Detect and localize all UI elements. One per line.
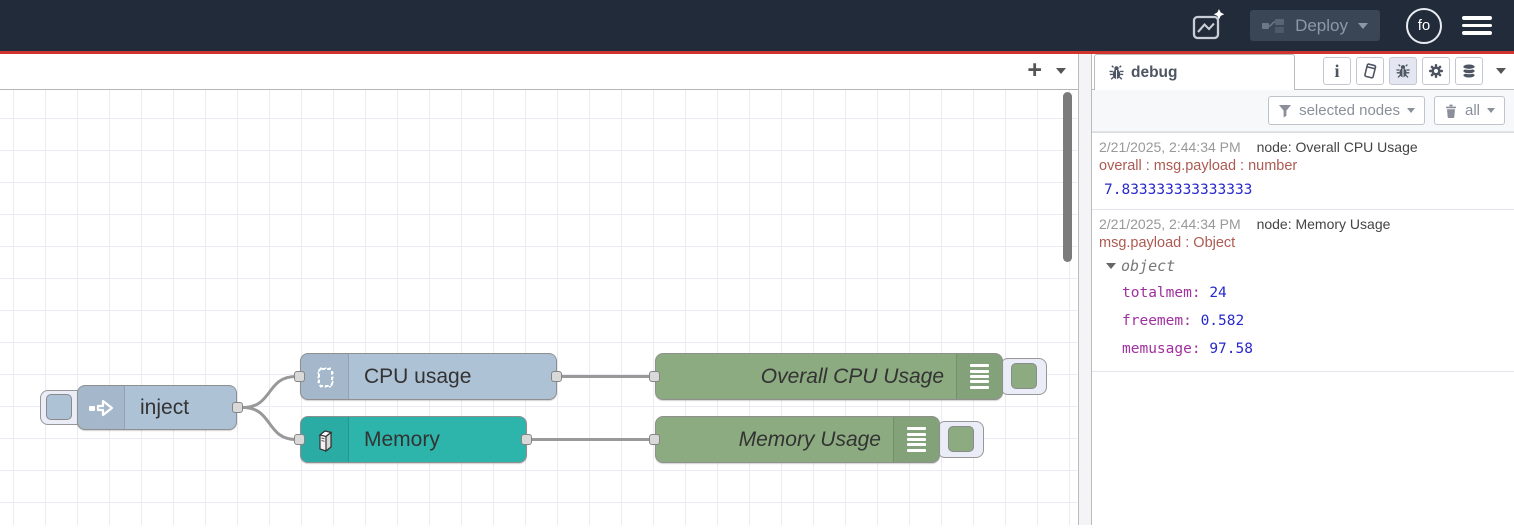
expand-caret-icon bbox=[1106, 263, 1116, 269]
node-label: Overall CPU Usage bbox=[760, 364, 944, 388]
wire-inject-cpu[interactable] bbox=[242, 375, 297, 409]
clear-label: all bbox=[1464, 102, 1480, 119]
filter-icon bbox=[1279, 104, 1292, 117]
node-debug-cpu[interactable]: Overall CPU Usage bbox=[655, 353, 1003, 400]
add-flow-button[interactable]: + bbox=[1027, 56, 1042, 84]
object-entry[interactable]: memusage97.58 bbox=[1099, 335, 1507, 363]
object-entry[interactable]: totalmem24 bbox=[1099, 279, 1507, 307]
filter-label: selected nodes bbox=[1299, 102, 1400, 119]
object-entry[interactable]: freemem0.582 bbox=[1099, 307, 1507, 335]
main-menu-icon[interactable] bbox=[1462, 16, 1492, 35]
debug-message-list: 2/21/2025, 2:44:34 PM node: Overall CPU … bbox=[1092, 132, 1514, 372]
port-inject-out[interactable] bbox=[232, 402, 243, 413]
wire-inject-memory[interactable] bbox=[242, 406, 297, 441]
tab-config-button[interactable] bbox=[1422, 57, 1450, 85]
debug-message[interactable]: 2/21/2025, 2:44:34 PM node: Overall CPU … bbox=[1092, 133, 1514, 210]
sidebar-menu-caret-icon[interactable] bbox=[1496, 68, 1506, 74]
deploy-label: Deploy bbox=[1295, 15, 1348, 35]
message-property: msg.payload : Object bbox=[1099, 235, 1236, 251]
flow-canvas[interactable]: inject CPU usage bbox=[0, 90, 1078, 525]
entry-value: 24 bbox=[1209, 285, 1227, 301]
sidebar-tab-icons: i bbox=[1323, 53, 1514, 89]
avatar-initials: fo bbox=[1417, 17, 1431, 34]
port-debug-cpu-in[interactable] bbox=[649, 371, 660, 382]
sidebar-resize-handle[interactable] bbox=[1078, 54, 1092, 525]
message-source-node: node: Overall CPU Usage bbox=[1256, 139, 1418, 155]
node-label: CPU usage bbox=[364, 364, 472, 388]
inject-trigger-button-inner[interactable] bbox=[46, 394, 72, 420]
port-memory-out[interactable] bbox=[521, 434, 532, 445]
tab-context-button[interactable] bbox=[1455, 57, 1483, 85]
entry-key: memusage bbox=[1122, 341, 1209, 357]
node-memory[interactable]: Memory bbox=[300, 416, 527, 463]
node-inject[interactable]: inject bbox=[77, 385, 237, 430]
debug-list-icon bbox=[893, 417, 939, 462]
wires-layer bbox=[242, 374, 655, 441]
entry-value: 0.582 bbox=[1200, 313, 1245, 329]
deploy-button[interactable]: Deploy bbox=[1250, 10, 1380, 41]
tab-info-button[interactable]: i bbox=[1323, 57, 1351, 85]
clear-messages-button[interactable]: all bbox=[1433, 96, 1505, 125]
node-label: Memory Usage bbox=[738, 427, 881, 451]
ai-assistant-icon[interactable] bbox=[1190, 8, 1226, 44]
server-tower-icon bbox=[301, 417, 349, 462]
database-icon bbox=[1462, 63, 1476, 79]
clear-caret-icon bbox=[1487, 108, 1495, 113]
deploy-caret-icon[interactable] bbox=[1358, 22, 1368, 29]
header-bar: Deploy fo bbox=[0, 0, 1514, 54]
node-label: Memory bbox=[364, 427, 440, 451]
port-cpu-in[interactable] bbox=[294, 371, 305, 382]
message-property: overall : msg.payload : number bbox=[1099, 158, 1298, 174]
port-debug-mem-in[interactable] bbox=[649, 434, 660, 445]
gear-icon bbox=[1429, 64, 1443, 78]
filter-nodes-button[interactable]: selected nodes bbox=[1268, 96, 1425, 125]
debug-mem-toggle-inner[interactable] bbox=[948, 426, 974, 452]
entry-value: 97.58 bbox=[1209, 341, 1253, 357]
debug-message[interactable]: 2/21/2025, 2:44:34 PM node: Memory Usage… bbox=[1092, 210, 1514, 372]
tab-debug-button[interactable] bbox=[1389, 57, 1417, 85]
trash-icon bbox=[1445, 104, 1456, 118]
node-label: inject bbox=[140, 395, 190, 419]
node-cpu-usage[interactable]: CPU usage bbox=[300, 353, 557, 400]
message-source-node: node: Memory Usage bbox=[1256, 216, 1391, 232]
entry-key: freemem bbox=[1122, 313, 1201, 329]
entry-key: totalmem bbox=[1122, 285, 1209, 301]
debug-cpu-toggle-inner[interactable] bbox=[1011, 363, 1037, 389]
port-cpu-out[interactable] bbox=[551, 371, 562, 382]
bug-icon bbox=[1396, 64, 1410, 78]
flow-tabbar: + bbox=[0, 54, 1078, 90]
object-expander[interactable]: object bbox=[1099, 253, 1507, 279]
port-memory-in[interactable] bbox=[294, 434, 305, 445]
workspace: + inject bbox=[0, 54, 1078, 525]
canvas-vertical-scrollbar[interactable] bbox=[1063, 92, 1072, 262]
user-avatar[interactable]: fo bbox=[1406, 7, 1442, 44]
filter-caret-icon bbox=[1406, 108, 1415, 113]
cpu-chip-icon bbox=[301, 354, 349, 399]
debug-list-icon bbox=[956, 354, 1002, 399]
bug-icon bbox=[1109, 65, 1124, 80]
node-debug-mem[interactable]: Memory Usage bbox=[655, 416, 940, 463]
tab-help-button[interactable] bbox=[1356, 57, 1384, 85]
flow-list-caret-icon[interactable] bbox=[1056, 68, 1066, 74]
main-area: + inject bbox=[0, 54, 1514, 525]
message-timestamp: 2/21/2025, 2:44:34 PM bbox=[1099, 139, 1241, 155]
tab-debug[interactable]: debug bbox=[1094, 54, 1295, 90]
sidebar-tabbar: debug i bbox=[1092, 54, 1514, 90]
message-value[interactable]: 7.833333333333333 bbox=[1104, 182, 1253, 198]
sidebar-panel: debug i bbox=[1092, 54, 1514, 525]
deploy-icon bbox=[1262, 18, 1285, 33]
info-icon: i bbox=[1334, 60, 1340, 81]
message-timestamp: 2/21/2025, 2:44:34 PM bbox=[1099, 216, 1241, 232]
inject-icon bbox=[78, 386, 125, 429]
object-label: object bbox=[1121, 257, 1176, 275]
tab-debug-label: debug bbox=[1131, 63, 1178, 81]
book-icon bbox=[1364, 63, 1377, 79]
debug-toolbar: selected nodes all bbox=[1092, 90, 1514, 132]
